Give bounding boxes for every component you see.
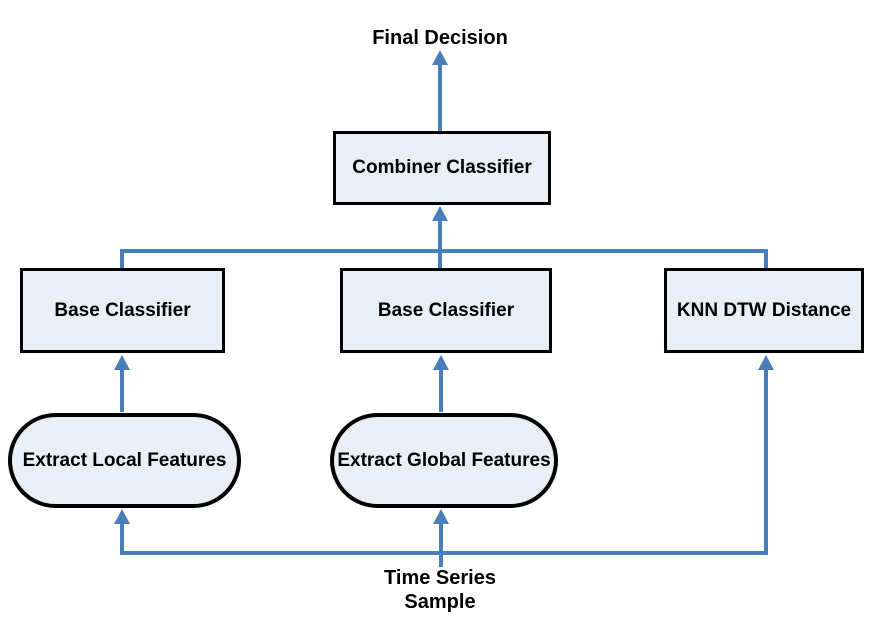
connector-bottom-bus	[120, 369, 768, 555]
arrow-global-to-base-head	[433, 355, 449, 370]
connector-top-bus	[120, 249, 768, 269]
arrow-bus-to-combiner-head	[432, 206, 448, 221]
arrow-sample-to-global-head	[433, 509, 449, 524]
time-series-sample-label: Time Series Sample	[384, 567, 496, 613]
node-knn-dtw-distance: KNN DTW Distance	[664, 268, 864, 353]
node-base-classifier-left: Base Classifier	[20, 268, 225, 353]
node-extract-local-features: Extract Local Features	[8, 413, 241, 508]
arrow-local-to-base-head	[114, 355, 130, 370]
final-decision-label: Final Decision	[372, 27, 508, 49]
arrow-sample-to-local-head	[114, 509, 130, 524]
arrow-sample-to-knn-head	[758, 355, 774, 370]
node-extract-global-features: Extract Global Features	[330, 413, 558, 508]
node-combiner-classifier: Combiner Classifier	[333, 131, 551, 205]
node-base-classifier-middle: Base Classifier	[340, 268, 552, 353]
arrow-combiner-to-final-head	[432, 50, 448, 65]
